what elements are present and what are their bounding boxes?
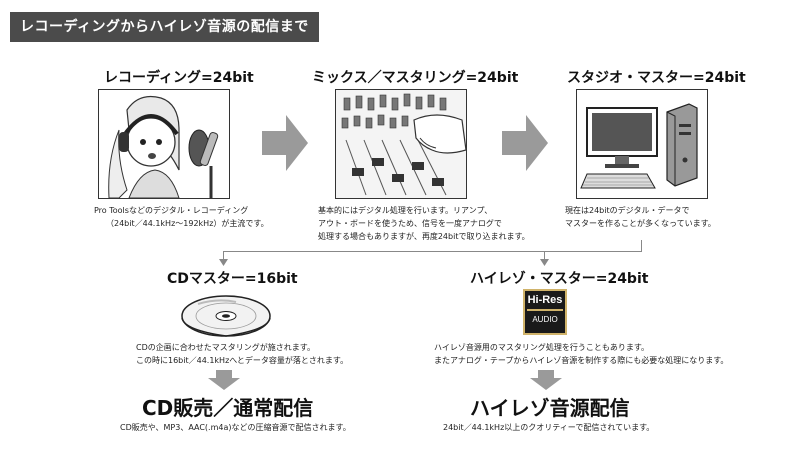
stage-title-mixing: ミックス／マスタリング=24bit — [312, 70, 519, 86]
singer-microphone-icon — [108, 95, 219, 198]
hires-logo-bottom: AUDIO — [532, 315, 558, 324]
studio-description: 現在は24bitのデジタル・データで マスターを作ることが多くなっています。 — [565, 206, 716, 228]
cd-disc-icon — [181, 295, 271, 337]
mixing-description: 基本的にはデジタル処理を行います。リアンプ、 アウト・ボードを使うため、信号を一… — [318, 206, 530, 241]
cd-result-title: CD販売／通常配信 — [142, 396, 314, 420]
arrow-down-icon — [530, 370, 562, 390]
flow-arrow-icon — [502, 115, 548, 171]
hires-result-title: ハイレゾ音源配信 — [470, 396, 630, 420]
desktop-computer-icon — [580, 103, 698, 189]
connector-line — [641, 240, 642, 252]
arrow-down-icon — [540, 259, 549, 266]
cd-master-title: CDマスター=16bit — [167, 271, 298, 287]
stage-title-studio: スタジオ・マスター=24bit — [567, 70, 746, 86]
arrow-down-icon — [219, 259, 228, 266]
hires-master-description: ハイレゾ音源用のマスタリング処理を行うこともあります。 またアナログ・テープから… — [434, 343, 729, 365]
mixing-console-icon — [336, 90, 466, 198]
connector-line — [223, 251, 224, 262]
recording-description: Pro Toolsなどのデジタル・レコーディング （24bit／44.1kHz～… — [94, 206, 269, 228]
hires-audio-logo: Hi-Res AUDIO — [523, 289, 567, 335]
hires-master-title: ハイレゾ・マスター=24bit — [470, 271, 649, 287]
flow-arrow-icon — [262, 115, 308, 171]
hires-logo-top: Hi-Res — [527, 294, 563, 306]
connector-line — [223, 251, 642, 252]
studio-computer-illustration — [576, 89, 708, 199]
cd-master-description: CDの企画に合わせたマスタリングが施されます。 この時に16bit／44.1kH… — [136, 343, 349, 365]
recording-illustration — [98, 89, 230, 199]
mixing-console-illustration — [335, 89, 467, 199]
arrow-down-icon — [208, 370, 240, 390]
stage-title-recording: レコーディング=24bit — [104, 70, 254, 86]
cd-result-description: CD販売や、MP3、AAC(.m4a)などの圧縮音源で配信されます。 — [120, 423, 351, 432]
hires-result-description: 24bit／44.1kHz以上のクオリティーで配信されています。 — [443, 423, 655, 432]
diagram-title: レコーディングからハイレゾ音源の配信まで — [10, 12, 319, 42]
connector-line — [544, 251, 545, 262]
